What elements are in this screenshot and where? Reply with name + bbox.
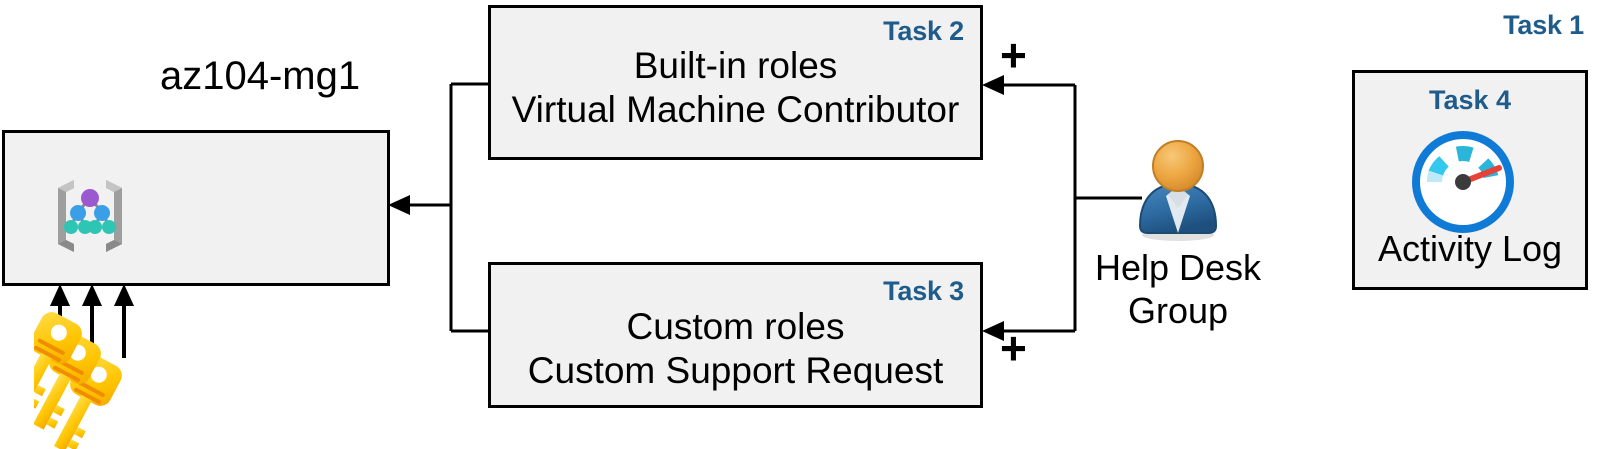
task3-text: Custom roles Custom Support Request [527, 306, 944, 391]
keys-icon [34, 312, 122, 449]
helpdesk-group-label: Help Desk Group [1094, 247, 1262, 332]
task1-label: Task 1 [1503, 10, 1584, 40]
task3-box[interactable]: Task 3 Custom roles Custom Support Reque… [488, 262, 983, 408]
gauge-icon [1412, 131, 1514, 233]
arrowhead-into-task2 [982, 75, 1004, 95]
task1-box[interactable] [2, 130, 390, 286]
task2-text: Built-in roles Virtual Machine Contribut… [511, 45, 960, 130]
arrowhead-into-task3 [982, 321, 1004, 341]
task1-management-group-name: az104-mg1 [160, 54, 361, 98]
plus-operator-top: + [1000, 29, 1027, 81]
plus-operator-bottom: + [1000, 322, 1027, 374]
management-group-icon [58, 180, 122, 252]
task2-label: Task 2 [883, 16, 964, 46]
task3-label: Task 3 [883, 276, 964, 306]
task4-text: Activity Log [1377, 228, 1563, 269]
task2-box[interactable]: Task 2 Built-in roles Virtual Machine Co… [488, 5, 983, 160]
user-group-icon [1138, 140, 1218, 241]
arrowhead-into-task1 [388, 195, 410, 215]
task4-label: Task 4 [1428, 85, 1512, 115]
